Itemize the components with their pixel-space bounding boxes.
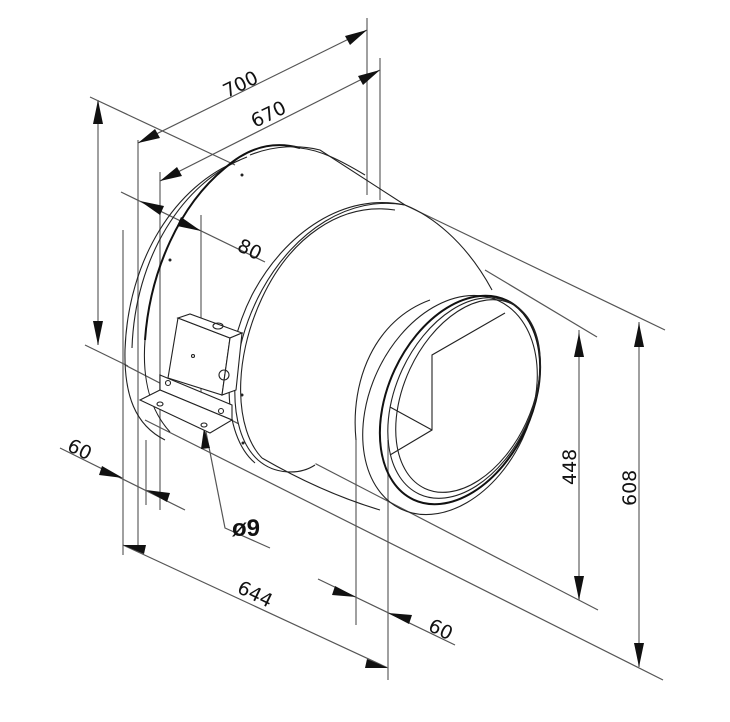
- arrow-icon: [332, 586, 356, 597]
- label-outlet-spigot-length: 60: [425, 615, 456, 645]
- label-base-length: 644: [234, 577, 276, 613]
- arrow-icon: [138, 129, 160, 143]
- arrow-icon: [201, 428, 210, 449]
- arrow-icon: [160, 167, 182, 181]
- mounting-bracket: [138, 374, 234, 434]
- label-bracket-offset: 80: [234, 235, 265, 265]
- arrow-icon: [99, 466, 123, 478]
- arrow-icon: [574, 333, 584, 357]
- arrow-icon: [345, 30, 367, 45]
- arrow-icon: [93, 321, 103, 345]
- dimension-lines: [59, 18, 666, 681]
- label-spigot-diameter: 448: [559, 449, 581, 485]
- label-body-length: 670: [248, 97, 290, 133]
- mounting-hole: [200, 422, 208, 428]
- arrow-icon: [123, 545, 146, 554]
- arrow-icon: [574, 576, 584, 600]
- label-mounting-hole-diameter: ø9: [232, 515, 260, 542]
- fan-housing: [124, 144, 542, 516]
- arrow-icon: [634, 643, 644, 667]
- arrow-icon: [93, 100, 103, 124]
- arrow-icon: [177, 217, 201, 231]
- label-inlet-spigot-length: 60: [64, 435, 95, 465]
- label-body-diameter: 608: [619, 470, 641, 506]
- arrow-icon: [140, 201, 164, 215]
- label-overall-length: 700: [220, 67, 262, 103]
- arrow-icon: [388, 613, 412, 624]
- arrow-icon: [365, 659, 388, 668]
- arrow-icon: [146, 490, 170, 502]
- dimension-labels: 700 670 80 60 ø9 644 60 448 608: [64, 67, 641, 645]
- arrow-icon: [634, 323, 644, 347]
- terminal-box: [167, 313, 244, 396]
- arrow-icon: [358, 70, 380, 85]
- mounting-hole: [156, 401, 164, 407]
